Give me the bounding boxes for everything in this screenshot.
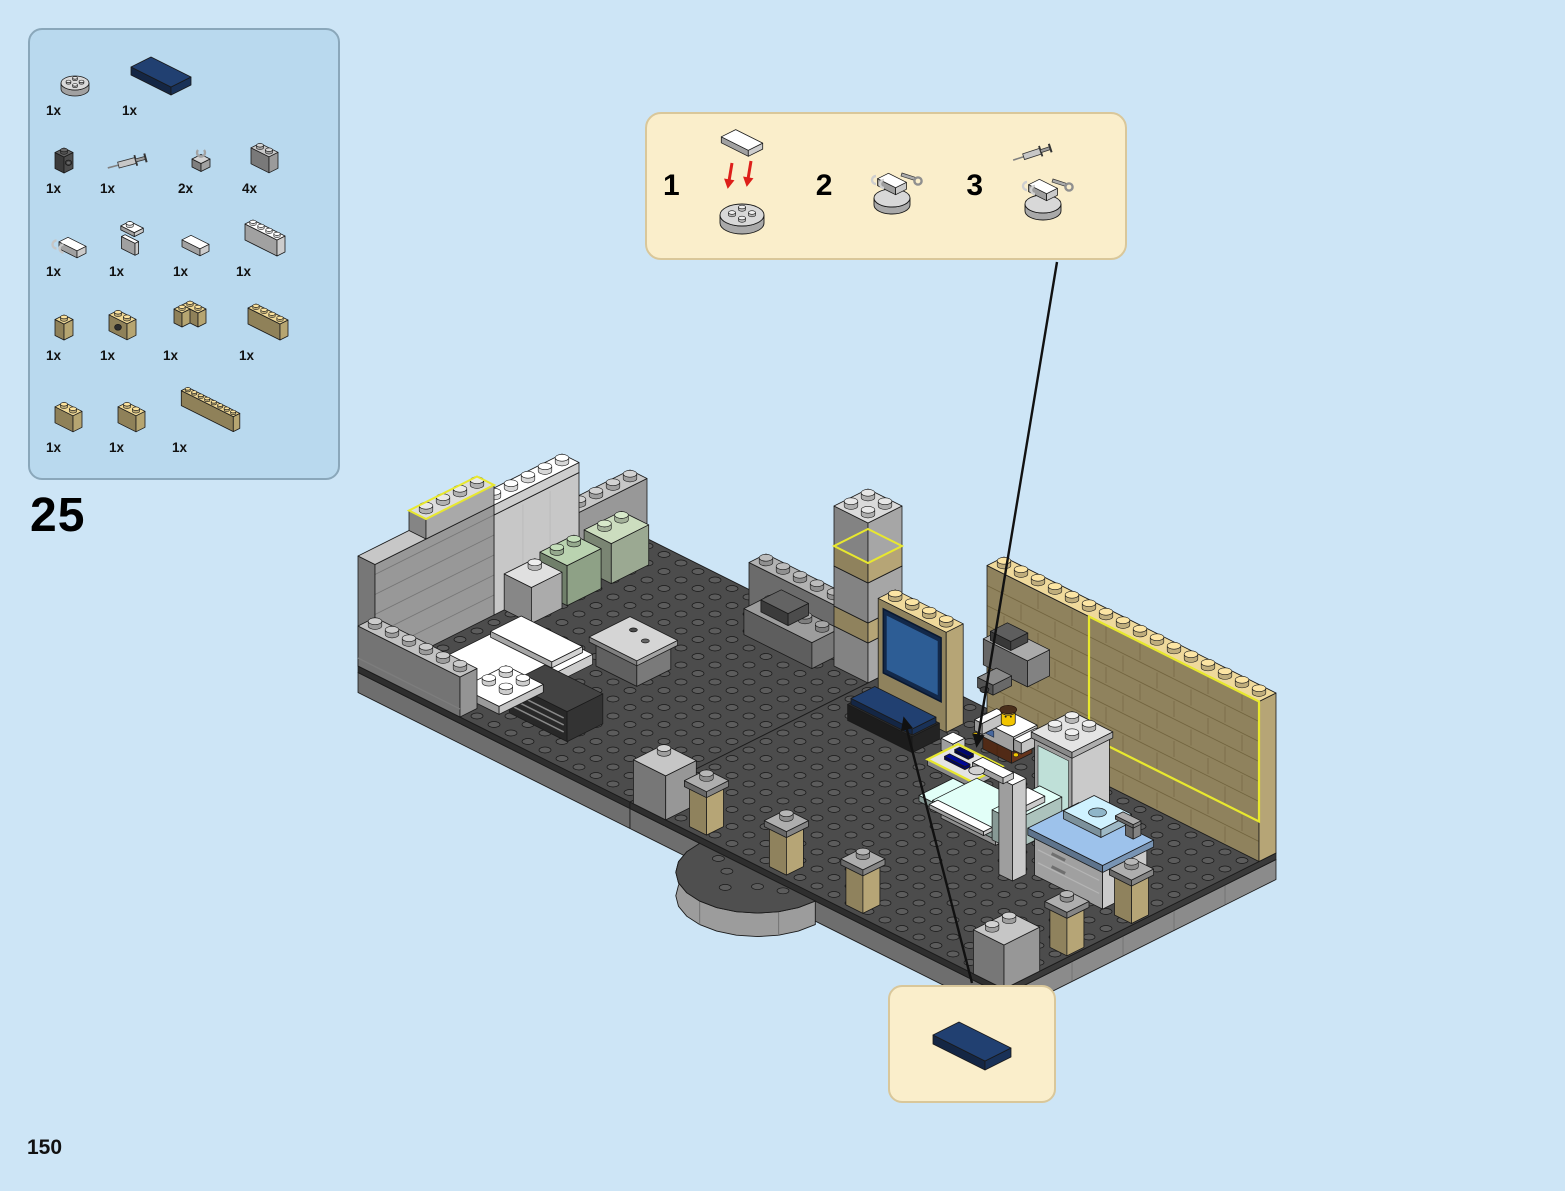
part-brick-1x8-tan: 1x — [172, 374, 249, 455]
substep-1-number: 1 — [663, 169, 680, 202]
tile-2x4-dark-blue-icon — [932, 1021, 1012, 1071]
parts-row-1: 1x 1x — [46, 44, 330, 118]
part-qty: 1x — [109, 264, 125, 279]
parts-callout-box: 1x 1x 1x 1x 2x 4x 1x 1x 1x 1x 1x 1x 1x 1x 1x 1x 1x — [28, 28, 340, 480]
part-brick-1x2-tan: 1x — [46, 389, 91, 455]
part-qty: 2x — [178, 180, 194, 196]
brick-1x2-tan-icon — [54, 401, 83, 433]
substep-1: 1 — [651, 114, 804, 258]
brick-1x2-technic-tan-icon — [108, 309, 137, 340]
round-plate-2x2-light-gray-icon — [60, 75, 90, 97]
part-brick-1x4-tan: 1x — [239, 291, 297, 363]
brick-1x4-tan-icon — [247, 303, 289, 340]
part-qty: 1x — [46, 347, 62, 363]
part-qty: 4x — [242, 180, 258, 196]
part-qty: 1x — [46, 103, 62, 118]
corner-brick-tan-icon — [173, 300, 207, 327]
brick-1x2-tan-b-icon — [117, 401, 146, 433]
part-brick-1x2-light-gray: 4x — [242, 130, 287, 196]
part-qty: 1x — [172, 440, 188, 455]
parts-row-2: 1x 1x 2x 4x — [46, 130, 330, 196]
page-number: 150 — [27, 1136, 63, 1159]
part-round-plate-2x2-light-gray: 1x — [46, 58, 104, 118]
syringe-tool-gray-icon — [107, 152, 148, 169]
part-plate-1x2-clips-white: 1x — [46, 222, 91, 279]
part-qty: 1x — [163, 347, 179, 363]
parts-row-4: 1x 1x 1x 1x — [46, 291, 330, 363]
parts-list: 1x 1x 1x 1x 2x 4x 1x 1x 1x 1x 1x 1x 1x 1x 1x 1x 1x — [46, 44, 330, 455]
brick-1x2-light-gray-icon — [250, 142, 279, 173]
part-qty: 1x — [173, 264, 189, 279]
part-qty: 1x — [100, 180, 116, 196]
step-number: 25 — [30, 489, 86, 542]
parts-row-3: 1x 1x 1x 1x — [46, 207, 330, 279]
part-brick-1x2-tan-b: 1x — [109, 389, 154, 455]
part-tile-2x4-dark-blue: 1x — [122, 44, 200, 118]
tile-1x2-white-icon — [181, 234, 210, 257]
part-qty: 1x — [122, 103, 138, 118]
part-qty: 1x — [46, 264, 62, 279]
brick-1x1-tan-icon — [54, 314, 74, 340]
parts-row-5: 1x 1x 1x — [46, 374, 330, 455]
substep-2-graphic — [871, 172, 924, 215]
part-qty: 1x — [239, 347, 255, 363]
part-qty: 1x — [46, 440, 62, 455]
substep-2: 2 — [804, 114, 955, 258]
brick-1x4-white-icon — [244, 219, 286, 257]
part-brick-1x2-technic-tan: 1x — [100, 297, 145, 363]
plate-1x2-clips-white-icon — [51, 236, 87, 259]
part-syringe-tool-gray: 1x — [100, 142, 160, 196]
tile-2x4-dark-blue-icon — [130, 56, 192, 96]
part-brick-1x1-side-stud-dark-gray: 1x — [46, 135, 82, 196]
substep-1-graphic — [719, 129, 765, 235]
part-placement-callout — [888, 985, 1056, 1103]
part-bracket-white: 1x — [109, 209, 155, 279]
main-build-illustration — [357, 453, 1277, 1016]
part-qty: 1x — [109, 440, 125, 455]
part-qty: 1x — [46, 180, 62, 196]
substep-3-graphic — [1012, 143, 1074, 221]
brick-1x1-side-stud-dark-gray-icon — [54, 147, 74, 173]
substep-3-number: 3 — [966, 169, 984, 202]
clip-plate-light-gray-icon — [191, 148, 211, 172]
part-tile-1x2-white: 1x — [173, 222, 218, 279]
part-corner-brick-tan: 1x — [163, 293, 221, 363]
substep-2-number: 2 — [815, 169, 833, 202]
part-brick-1x4-white: 1x — [236, 207, 294, 279]
substep-3: 3 — [954, 114, 1105, 258]
part-qty: 1x — [236, 264, 252, 279]
bracket-white-icon — [120, 220, 144, 256]
part-clip-plate-light-gray: 2x — [178, 132, 224, 196]
part-qty: 1x — [100, 347, 116, 363]
substep-box: 1 2 3 — [645, 112, 1127, 260]
part-brick-1x1-tan: 1x — [46, 302, 82, 363]
brick-1x8-tan-icon — [180, 386, 241, 432]
